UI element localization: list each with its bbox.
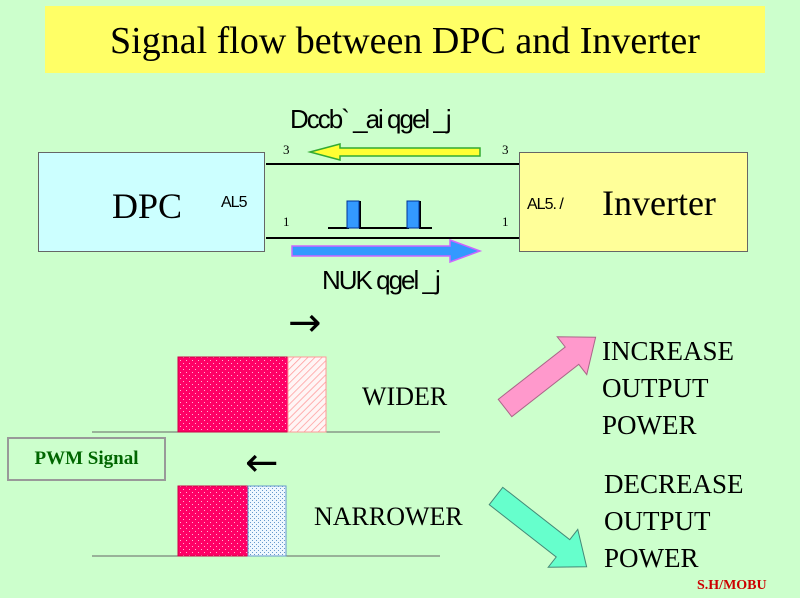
top-signal-label: Dccb` _ai qgel _j — [290, 104, 452, 134]
dpc-pin-label: AL5 — [221, 194, 247, 211]
right-arrow-icon: → — [288, 300, 322, 346]
dpc-box — [38, 152, 265, 252]
increase-output-text: INCREASE OUTPUT POWER — [602, 336, 735, 440]
credit-text: S.H/MOBU — [697, 578, 767, 593]
bottom-arrow — [291, 238, 483, 264]
wider-pulse — [177, 356, 289, 433]
bottom-left-number: 1 — [283, 214, 290, 229]
dpc-label: DPC — [112, 186, 183, 226]
pulse-train — [328, 200, 432, 229]
top-right-number: 3 — [502, 142, 509, 157]
narrower-pulse — [177, 485, 249, 557]
pwm-signal-label: PWM Signal — [7, 437, 166, 481]
decrease-arrow — [488, 486, 588, 568]
narrower-label: NARROWER — [314, 502, 463, 531]
wider-label: WIDER — [362, 382, 448, 411]
inverter-pin-label: AL5. / — [527, 196, 564, 213]
decrease-output-text: DECREASE OUTPUT POWER — [604, 469, 744, 573]
title-background — [45, 6, 765, 73]
top-arrow — [307, 143, 481, 161]
narrower-reduction — [247, 485, 287, 557]
left-arrow-icon: ← — [245, 440, 279, 486]
inverter-label: Inverter — [602, 183, 716, 223]
increase-arrow — [497, 336, 597, 418]
top-left-number: 3 — [283, 142, 290, 157]
wider-extension — [287, 356, 327, 433]
bottom-signal-label: NUK qgel _j — [322, 265, 441, 295]
bottom-right-number: 1 — [502, 214, 509, 229]
inverter-box — [519, 152, 748, 252]
page-title: Signal flow between DPC and Inverter — [110, 20, 700, 62]
